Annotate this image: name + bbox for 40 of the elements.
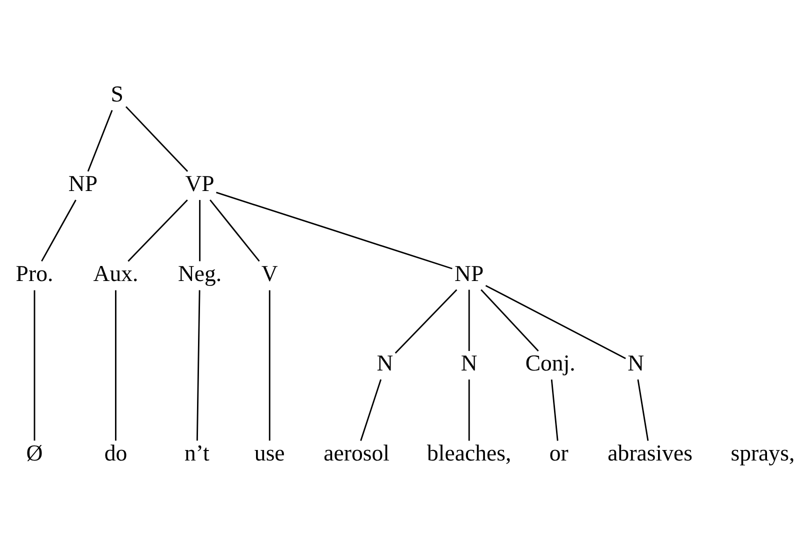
node-text: NP: [454, 260, 484, 286]
node-text: S: [110, 81, 124, 106]
node-text: do: [104, 440, 128, 466]
node-text: Ø: [26, 440, 43, 466]
node-text: Aux.: [93, 260, 138, 286]
node-text: V: [261, 260, 278, 286]
node-text: use: [254, 440, 285, 466]
connector: [34, 290, 36, 441]
connector: [360, 379, 382, 441]
connector: [115, 290, 116, 441]
connector: [125, 106, 188, 172]
connector: [480, 289, 539, 352]
node-text: aerosol: [324, 440, 390, 466]
connector: [196, 290, 200, 441]
connector: [468, 380, 470, 441]
connector: [210, 200, 260, 262]
label: sprays,: [730, 440, 795, 466]
node-text: VP: [185, 171, 214, 196]
node-text: or: [549, 440, 568, 466]
node-text: bleaches,: [427, 440, 512, 466]
node-text: N: [460, 350, 478, 376]
node-text: abrasives: [608, 440, 693, 466]
connector: [41, 200, 76, 262]
node-text: Conj.: [525, 350, 576, 376]
connector: [128, 199, 188, 262]
connector: [394, 289, 458, 354]
connector: [550, 379, 558, 441]
connector: [216, 192, 452, 270]
connector: [637, 379, 649, 441]
connector: [468, 290, 470, 351]
node-text: N: [376, 350, 394, 376]
connector: [485, 284, 626, 360]
node-text: N: [628, 350, 644, 376]
connector: [87, 110, 113, 172]
node-text: Neg.: [178, 260, 222, 286]
node-text: Pro.: [16, 260, 54, 286]
node-text: NP: [68, 171, 98, 196]
connector: [268, 290, 270, 441]
connector: [199, 200, 201, 262]
node-text: n’t: [184, 440, 210, 466]
